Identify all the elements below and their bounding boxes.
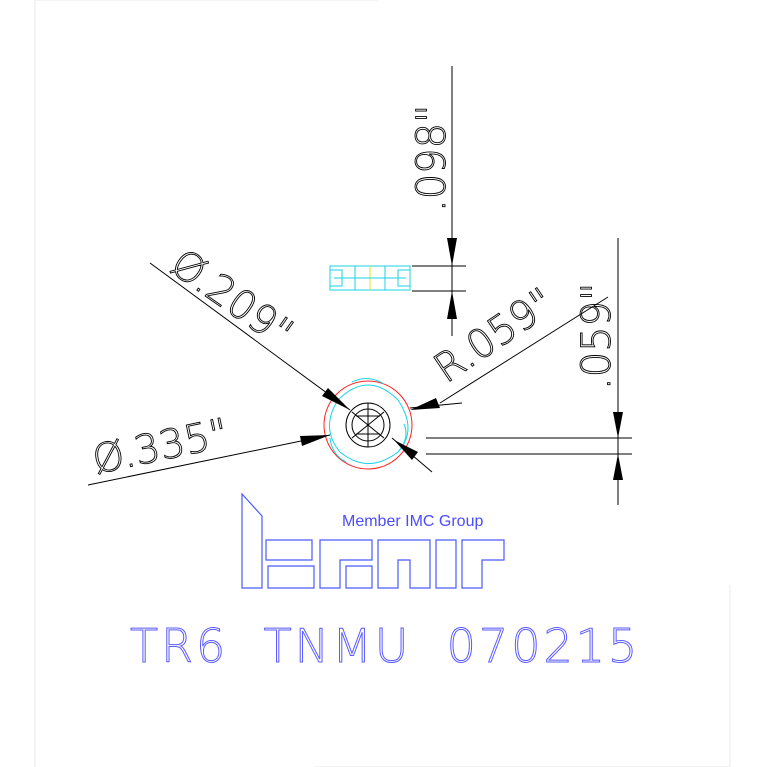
thickness-dimension: .098"	[409, 66, 466, 336]
part-code-label: TR6 TNMU 070215	[130, 619, 640, 673]
insert-top-view	[323, 378, 413, 470]
insert-side-view	[329, 265, 411, 291]
inscribed-diameter-dimension: Ø.209"	[149, 240, 351, 411]
logo-tagline: Member IMC Group	[342, 513, 483, 530]
width-dimension: .059"	[426, 238, 632, 505]
width-label: .059"	[574, 283, 620, 390]
sheet-border	[34, 0, 731, 767]
outer-diameter-dimension: Ø.335"	[87, 410, 331, 486]
iscar-logo: Member IMC Group	[241, 492, 505, 589]
thickness-label: .098"	[409, 105, 455, 212]
inscribed-diameter-label: Ø.209"	[162, 241, 301, 357]
outer-diameter-label: Ø.335"	[89, 410, 233, 484]
corner-radius-label: R.059"	[426, 279, 563, 392]
